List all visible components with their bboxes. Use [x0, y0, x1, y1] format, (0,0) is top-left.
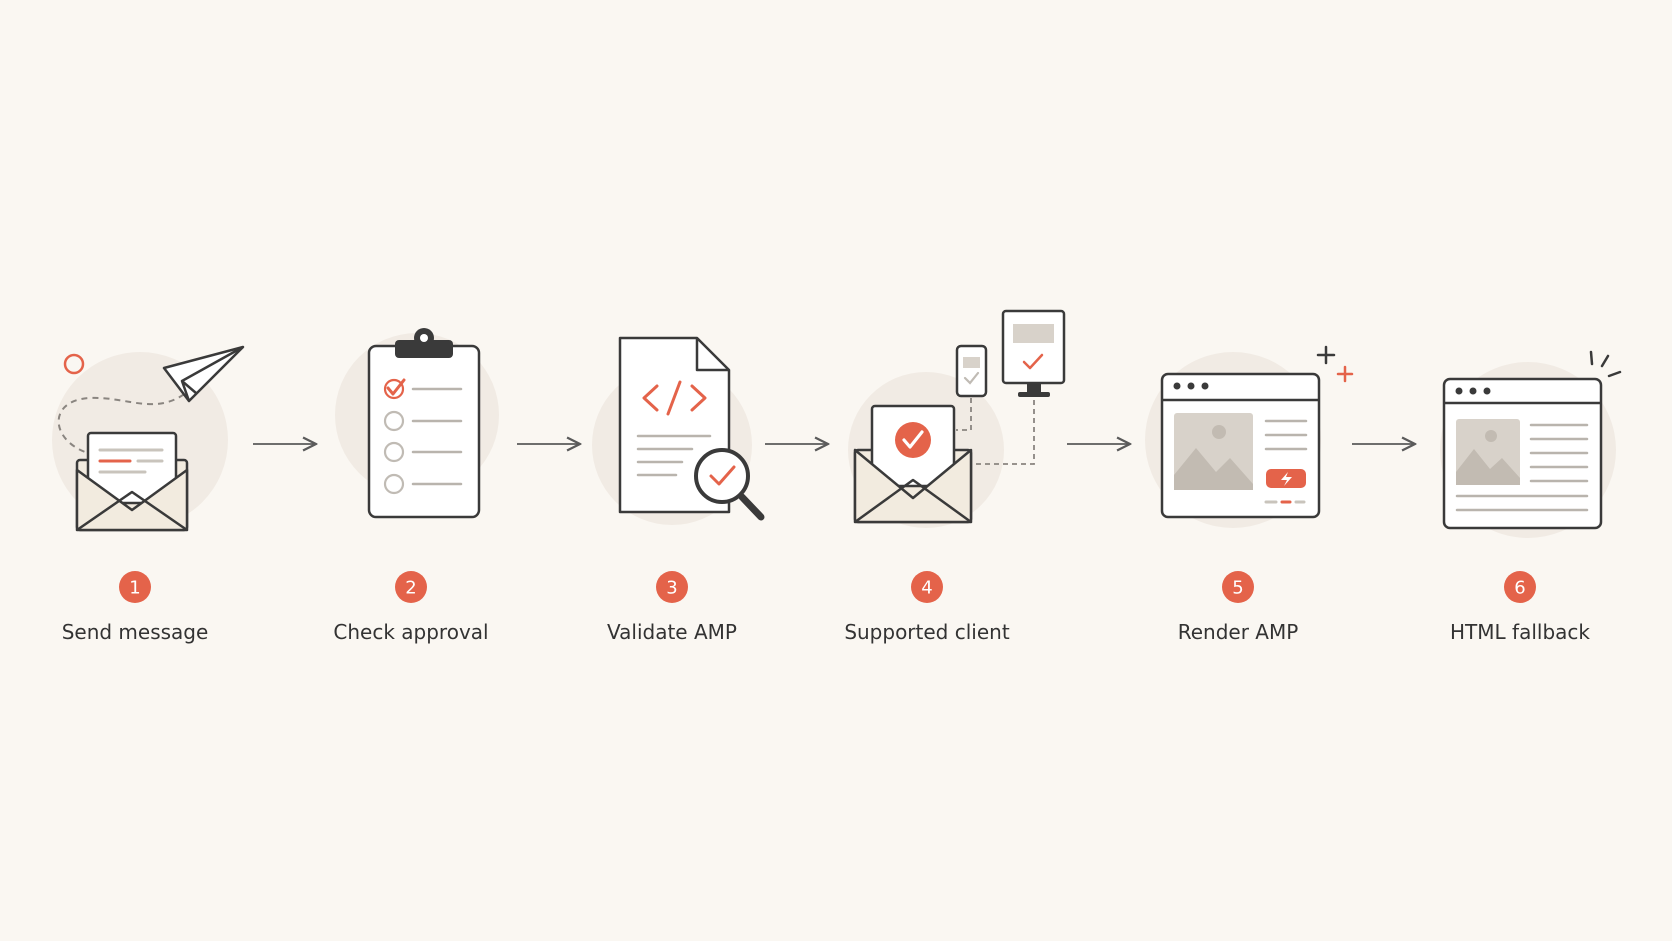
step-number: 5 — [1232, 578, 1243, 599]
clipboard-checklist-icon — [335, 328, 499, 519]
step-label: Check approval — [333, 620, 488, 644]
step-label: Send message — [62, 620, 209, 644]
step-number: 6 — [1514, 578, 1525, 599]
step-number: 2 — [405, 578, 416, 599]
step-number: 4 — [921, 578, 932, 599]
step-number: 3 — [666, 578, 677, 599]
step-badge — [1504, 571, 1536, 603]
envelope-with-paper-plane-icon — [52, 345, 245, 532]
amp-browser-window-icon — [1145, 345, 1354, 528]
step-1: 1 Send message — [52, 345, 245, 644]
html-browser-window-icon — [1440, 350, 1622, 538]
step-badge — [395, 571, 427, 603]
step-4: 4 Supported client — [844, 309, 1066, 644]
step-label: Supported client — [844, 620, 1010, 644]
step-badge — [119, 571, 151, 603]
step-3: 3 Validate AMP — [592, 336, 765, 644]
step-badge — [1222, 571, 1254, 603]
step-badge — [656, 571, 688, 603]
step-label: HTML fallback — [1450, 620, 1590, 644]
step-badge — [911, 571, 943, 603]
step-label: Render AMP — [1178, 620, 1299, 644]
step-6: 6 HTML fallback — [1440, 350, 1622, 644]
code-document-magnifier-icon — [592, 336, 765, 525]
envelope-devices-icon — [848, 309, 1066, 528]
step-2: 2 Check approval — [333, 328, 499, 644]
step-number: 1 — [129, 578, 140, 599]
step-5: 5 Render AMP — [1145, 345, 1354, 644]
step-label: Validate AMP — [607, 620, 737, 644]
